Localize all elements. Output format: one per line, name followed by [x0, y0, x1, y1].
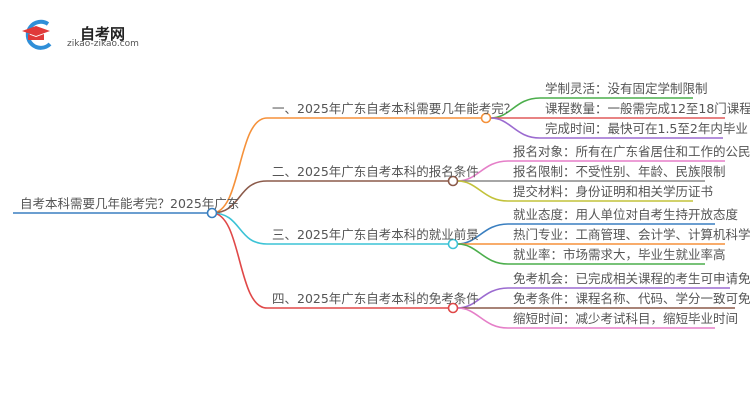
- leaf-node[interactable]: 报名对象：所有在广东省居住和工作的公民: [513, 144, 750, 159]
- leaf-connector: [490, 117, 723, 139]
- leaf-connector: [457, 243, 705, 265]
- branch-connector: [211, 212, 449, 309]
- graduation-cap-icon: [22, 19, 52, 50]
- leaf-node[interactable]: 提交材料：身份证明和相关学历证书: [513, 184, 714, 199]
- branch-connector: [211, 212, 449, 245]
- branch-collapse-toggle[interactable]: [480, 112, 492, 124]
- leaf-node[interactable]: 免考机会：已完成相关课程的考生可申请免考: [513, 271, 750, 286]
- branch-node[interactable]: 二、2025年广东自考本科的报名条件: [272, 164, 479, 179]
- leaf-node[interactable]: 课程数量：一般需完成12至18门课程: [545, 101, 750, 116]
- leaf-node[interactable]: 缩短时间：减少考试科目，缩短毕业时间: [513, 311, 739, 326]
- leaf-node[interactable]: 学制灵活：没有固定学制限制: [545, 81, 708, 96]
- branch-connector: [211, 117, 482, 214]
- root-collapse-toggle[interactable]: [206, 207, 218, 219]
- branch-connector: [211, 180, 449, 214]
- branch-collapse-toggle[interactable]: [447, 175, 459, 187]
- branch-node[interactable]: 一、2025年广东自考本科需要几年能考完？: [272, 101, 517, 116]
- leaf-connector: [457, 307, 715, 329]
- leaf-node[interactable]: 报名限制：不受性别、年龄、民族限制: [513, 164, 726, 179]
- leaf-node[interactable]: 完成时间：最快可在1.5至2年内毕业: [545, 121, 748, 136]
- leaf-connector: [457, 180, 693, 202]
- leaf-node[interactable]: 免考条件：课程名称、代码、学分一致可免考: [513, 291, 750, 306]
- root-node[interactable]: 自考本科需要几年能考完？2025年广东: [20, 196, 240, 211]
- leaf-node[interactable]: 就业态度：用人单位对自考生持开放态度: [513, 207, 739, 222]
- branch-node[interactable]: 三、2025年广东自考本科的就业前景: [272, 227, 479, 242]
- branch-collapse-toggle[interactable]: [447, 302, 459, 314]
- branch-collapse-toggle[interactable]: [447, 238, 459, 250]
- logo-title: 自考网: [80, 25, 126, 43]
- logo-subtitle: zikao-zikao.com: [67, 39, 139, 49]
- leaf-node[interactable]: 就业率：市场需求大，毕业生就业率高: [513, 247, 726, 262]
- branch-node[interactable]: 四、2025年广东自考本科的免考条件: [272, 291, 479, 306]
- leaf-node[interactable]: 热门专业：工商管理、会计学、计算机科学: [513, 227, 750, 242]
